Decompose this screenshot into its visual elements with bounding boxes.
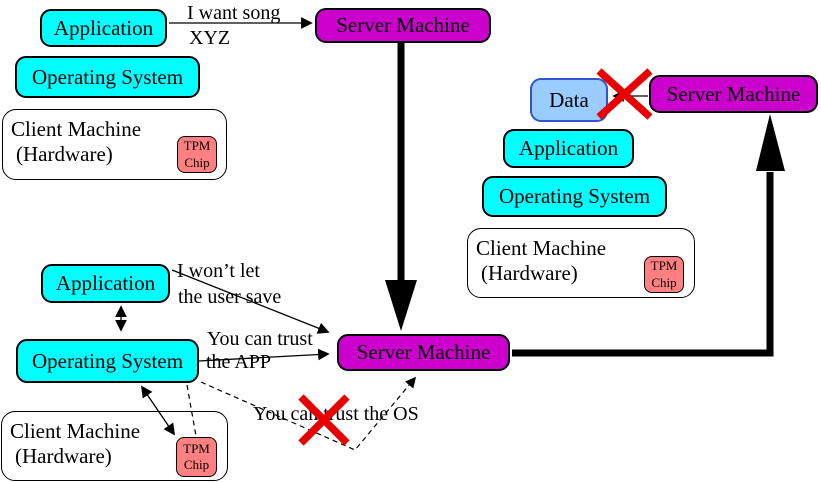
label-wont-save-line2: the user save: [178, 286, 282, 308]
client-machine-label-line1: Client Machine: [11, 117, 142, 141]
label-trust-app-line1: You can trust: [207, 328, 313, 350]
node-server-machine-right: Server Machine: [649, 75, 818, 113]
label-song-request-line2: XYZ: [189, 27, 231, 49]
label-wont-save-line1: I won’t let: [177, 260, 260, 282]
node-tpm-chip-bottomleft: TPM Chip: [176, 437, 217, 477]
node-server-machine-top: Server Machine: [315, 8, 491, 43]
node-server-machine-bottom: Server Machine: [337, 334, 510, 371]
thick-arrowhead-up: [756, 114, 785, 171]
tpm-label-line1: TPM: [183, 440, 210, 456]
tpm-label-line1: TPM: [183, 138, 211, 154]
node-operating-system-topleft: Operating System: [15, 56, 200, 98]
node-operating-system-bottomleft: Operating System: [16, 339, 199, 383]
tpm-label-line2: Chip: [651, 274, 677, 290]
tpm-label-line1: TPM: [650, 258, 678, 274]
label-trust-app-line2: the APP: [206, 351, 272, 373]
client-machine-label-line2: (Hardware): [16, 141, 113, 166]
client-machine-label-line2: (Hardware): [15, 443, 112, 468]
node-operating-system-right: Operating System: [482, 176, 667, 217]
label-trust-os: You can trust the OS: [253, 403, 419, 425]
label-song-request-line1: I want song: [187, 2, 281, 24]
node-application-bottomleft: Application: [41, 264, 170, 303]
node-application-topleft: Application: [40, 9, 167, 47]
client-machine-label-line1: Client Machine: [10, 419, 141, 443]
thick-arrowhead-down: [385, 280, 417, 331]
node-tpm-chip-right: TPM Chip: [644, 256, 684, 293]
node-application-right: Application: [503, 129, 634, 168]
tpm-label-line2: Chip: [183, 457, 210, 472]
node-data: Data: [530, 78, 608, 122]
tpm-label-line2: Chip: [184, 154, 210, 170]
node-tpm-chip-topleft: TPM Chip: [177, 136, 217, 173]
